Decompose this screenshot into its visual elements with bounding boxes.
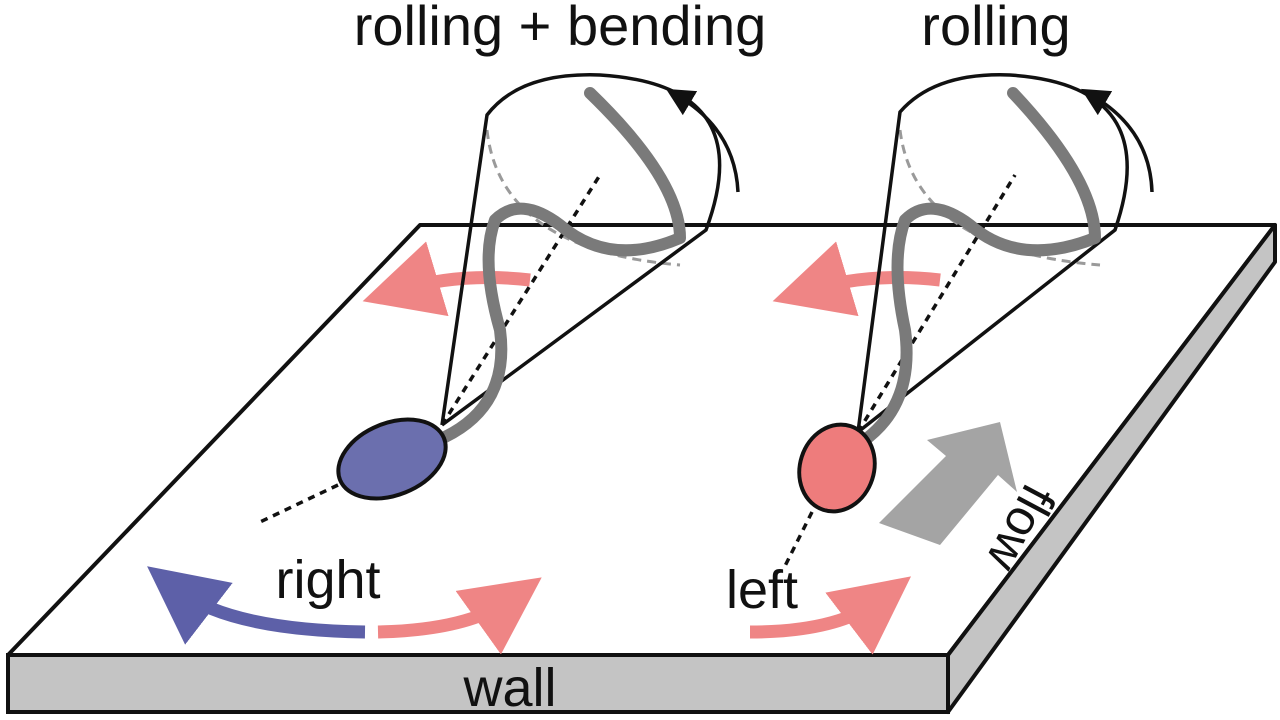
body-axis-extension-2 (781, 511, 814, 571)
rotation-arrow-red-front-right (749, 576, 912, 655)
cell-head-blue (336, 417, 448, 501)
cone-outline (440, 73, 722, 427)
flow-arrow (879, 422, 1017, 545)
body-axis-extension (259, 483, 339, 524)
cell-head-red (797, 422, 877, 514)
wall-slab (6, 223, 1277, 714)
rotation-arrow-red-back-2 (772, 241, 941, 317)
rotation-arrow-red-front-left (377, 577, 542, 655)
cone-axis (440, 174, 602, 426)
cone-outline-2 (856, 73, 1129, 434)
cone-hidden-rim (485, 129, 681, 267)
wall-front-side (6, 653, 950, 714)
cone-rotation-arrow (665, 88, 740, 193)
cone-rotation-arrow-2 (1080, 88, 1154, 193)
cell-rolling (749, 73, 1154, 655)
flagellum (439, 87, 686, 443)
label-right: right (275, 550, 380, 610)
cell-rolling-bending (147, 73, 740, 655)
wall-top-surface (6, 223, 1277, 657)
cone-axis-2 (856, 174, 1017, 433)
label-rolling: rolling (921, 0, 1070, 57)
label-wall: wall (462, 658, 556, 718)
flagellum-2 (856, 87, 1101, 448)
label-rolling-bending: rolling + bending (354, 0, 767, 57)
label-left: left (726, 560, 798, 620)
rotation-arrow-blue (147, 566, 366, 645)
